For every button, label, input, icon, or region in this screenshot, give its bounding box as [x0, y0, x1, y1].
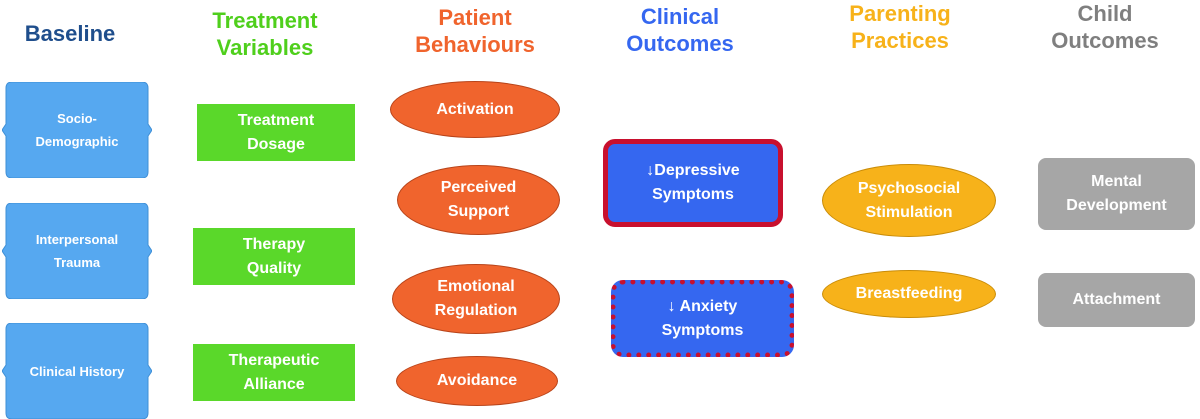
baseline-label: Socio- Demographic [35, 111, 119, 149]
header-child-outcomes: Child Outcomes [1051, 1, 1159, 53]
therapeutic-alliance-box: Therapeutic Alliance [193, 344, 355, 401]
header-baseline: Baseline [24, 21, 116, 46]
psychosocial-stimulation-ellipse: Psychosocial Stimulation [822, 164, 996, 237]
brace-box-shape [2, 82, 152, 178]
baseline-label: Interpersonal Trauma [35, 232, 119, 270]
depressive-symptoms-box: ↓Depressive Symptoms [603, 139, 783, 227]
header-clinical-outcomes: Clinical Outcomes [626, 4, 734, 56]
treatment-dosage-box: Treatment Dosage [197, 104, 355, 161]
header-treatment-variables: Treatment Variables [212, 8, 318, 60]
activation-ellipse: Activation [390, 81, 560, 138]
header-patient-behaviours: Patient Behaviours [415, 5, 535, 57]
baseline-clinical-history: Clinical History [2, 323, 152, 419]
therapy-quality-box: Therapy Quality [193, 228, 355, 285]
mental-development-box: Mental Development [1038, 158, 1195, 230]
brace-box-shape [2, 203, 152, 299]
baseline-socio-demographic: Socio- Demographic [2, 82, 152, 178]
baseline-label: Clinical History [29, 363, 125, 379]
emotional-regulation-ellipse: Emotional Regulation [392, 264, 560, 334]
baseline-interpersonal-trauma: Interpersonal Trauma [2, 203, 152, 299]
perceived-support-ellipse: Perceived Support [397, 165, 560, 235]
breastfeeding-ellipse: Breastfeeding [822, 270, 996, 318]
attachment-box: Attachment [1038, 273, 1195, 327]
avoidance-ellipse: Avoidance [396, 356, 558, 406]
header-parenting-practices: Parenting Practices [849, 1, 951, 53]
brace-box-shape [2, 323, 152, 419]
anxiety-symptoms-box: ↓ Anxiety Symptoms [611, 280, 794, 357]
